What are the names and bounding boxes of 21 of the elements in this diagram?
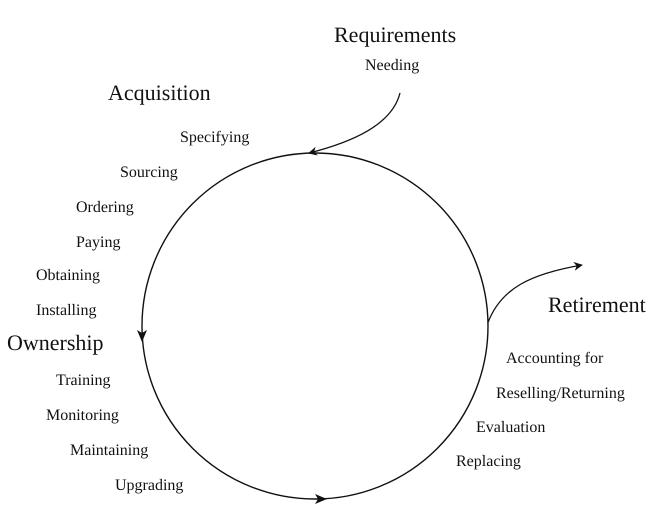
arrow (308, 92, 401, 156)
step-label: Evaluation (476, 419, 546, 437)
step-label: Sourcing (120, 164, 178, 182)
step-label: Training (56, 372, 111, 390)
step-label: Maintaining (70, 442, 148, 460)
step-label: Installing (36, 302, 96, 320)
phase-heading: Ownership (7, 331, 104, 355)
arrow (487, 262, 583, 323)
step-label: Upgrading (115, 477, 184, 495)
step-label: Needing (365, 57, 420, 75)
step-label: Accounting for (506, 350, 604, 368)
step-label: Obtaining (36, 267, 100, 285)
phase-heading: Acquisition (108, 81, 211, 105)
step-label: Ordering (76, 199, 134, 217)
phase-heading: Retirement (548, 293, 646, 317)
step-label: Specifying (180, 129, 250, 147)
step-label: Replacing (456, 453, 521, 471)
step-label: Reselling/Returning (496, 385, 625, 403)
step-label: Paying (76, 234, 120, 252)
step-label: Monitoring (46, 407, 119, 425)
phase-heading: Requirements (334, 23, 456, 47)
